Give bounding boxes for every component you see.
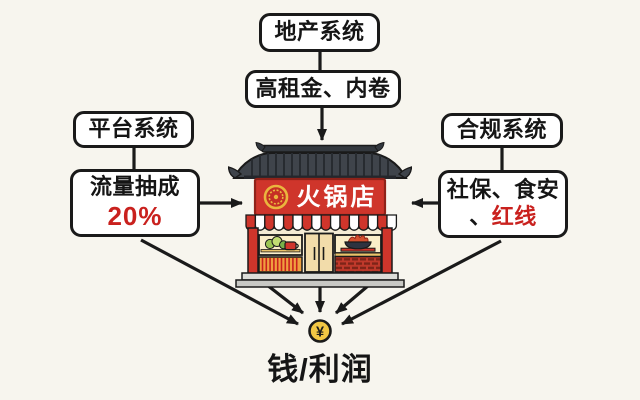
shop-awning (245, 214, 398, 231)
shop-doors (304, 232, 334, 273)
node-real-estate-label: 地产系统 (274, 19, 365, 45)
shop-step-upper (241, 272, 399, 281)
traffic-commission-text: 流量抽成 (89, 173, 180, 199)
traffic-commission-rate: 20% (107, 200, 163, 231)
node-social-security-food-safety: 社保、食安 、红线 (438, 170, 568, 238)
node-traffic-commission: 流量抽成 20% (70, 169, 200, 237)
node-real-estate-system: 地产系统 (259, 13, 380, 52)
obligations-comma: 、 (469, 204, 492, 229)
node-high-rent-label: 高租金、内卷 (255, 75, 391, 101)
shop-window-left (258, 234, 303, 256)
node-platform-system: 平台系统 (73, 111, 194, 148)
shop-slat-panel (258, 256, 303, 273)
obligations-line1: 社保、食安 (446, 177, 560, 203)
obligations-line2: 、红线 (469, 204, 537, 231)
shop-sign: 火锅店 (253, 177, 387, 217)
shop-brick-panel (334, 252, 382, 273)
arrow-shop-left-to-money (266, 283, 304, 315)
node-platform-label: 平台系统 (88, 116, 179, 142)
shop-emblem-icon (263, 184, 289, 210)
shop-pillar-right (381, 227, 393, 275)
shop-sign-text: 火锅店 (297, 184, 378, 211)
shop-window-right (334, 234, 382, 254)
hotpot-shop-illustration: 火锅店 (228, 142, 412, 288)
shop-step-lower (235, 279, 405, 288)
shop-roof (228, 142, 412, 179)
node-compliance-label: 合规系统 (456, 117, 547, 143)
money-profit-label: 钱/利润 (267, 352, 373, 387)
shop-pillar-left (247, 227, 259, 275)
node-compliance-system: 合规系统 (441, 113, 563, 148)
node-high-rent: 高租金、内卷 (245, 70, 401, 108)
arrow-obligations-to-money (341, 239, 502, 326)
arrow-traffic-to-money (140, 238, 299, 326)
arrow-shop-right-to-money (334, 283, 371, 315)
yen-coin-icon: ¥ (308, 319, 332, 343)
yen-symbol: ¥ (316, 325, 324, 341)
obligations-redline: 红线 (491, 204, 537, 229)
